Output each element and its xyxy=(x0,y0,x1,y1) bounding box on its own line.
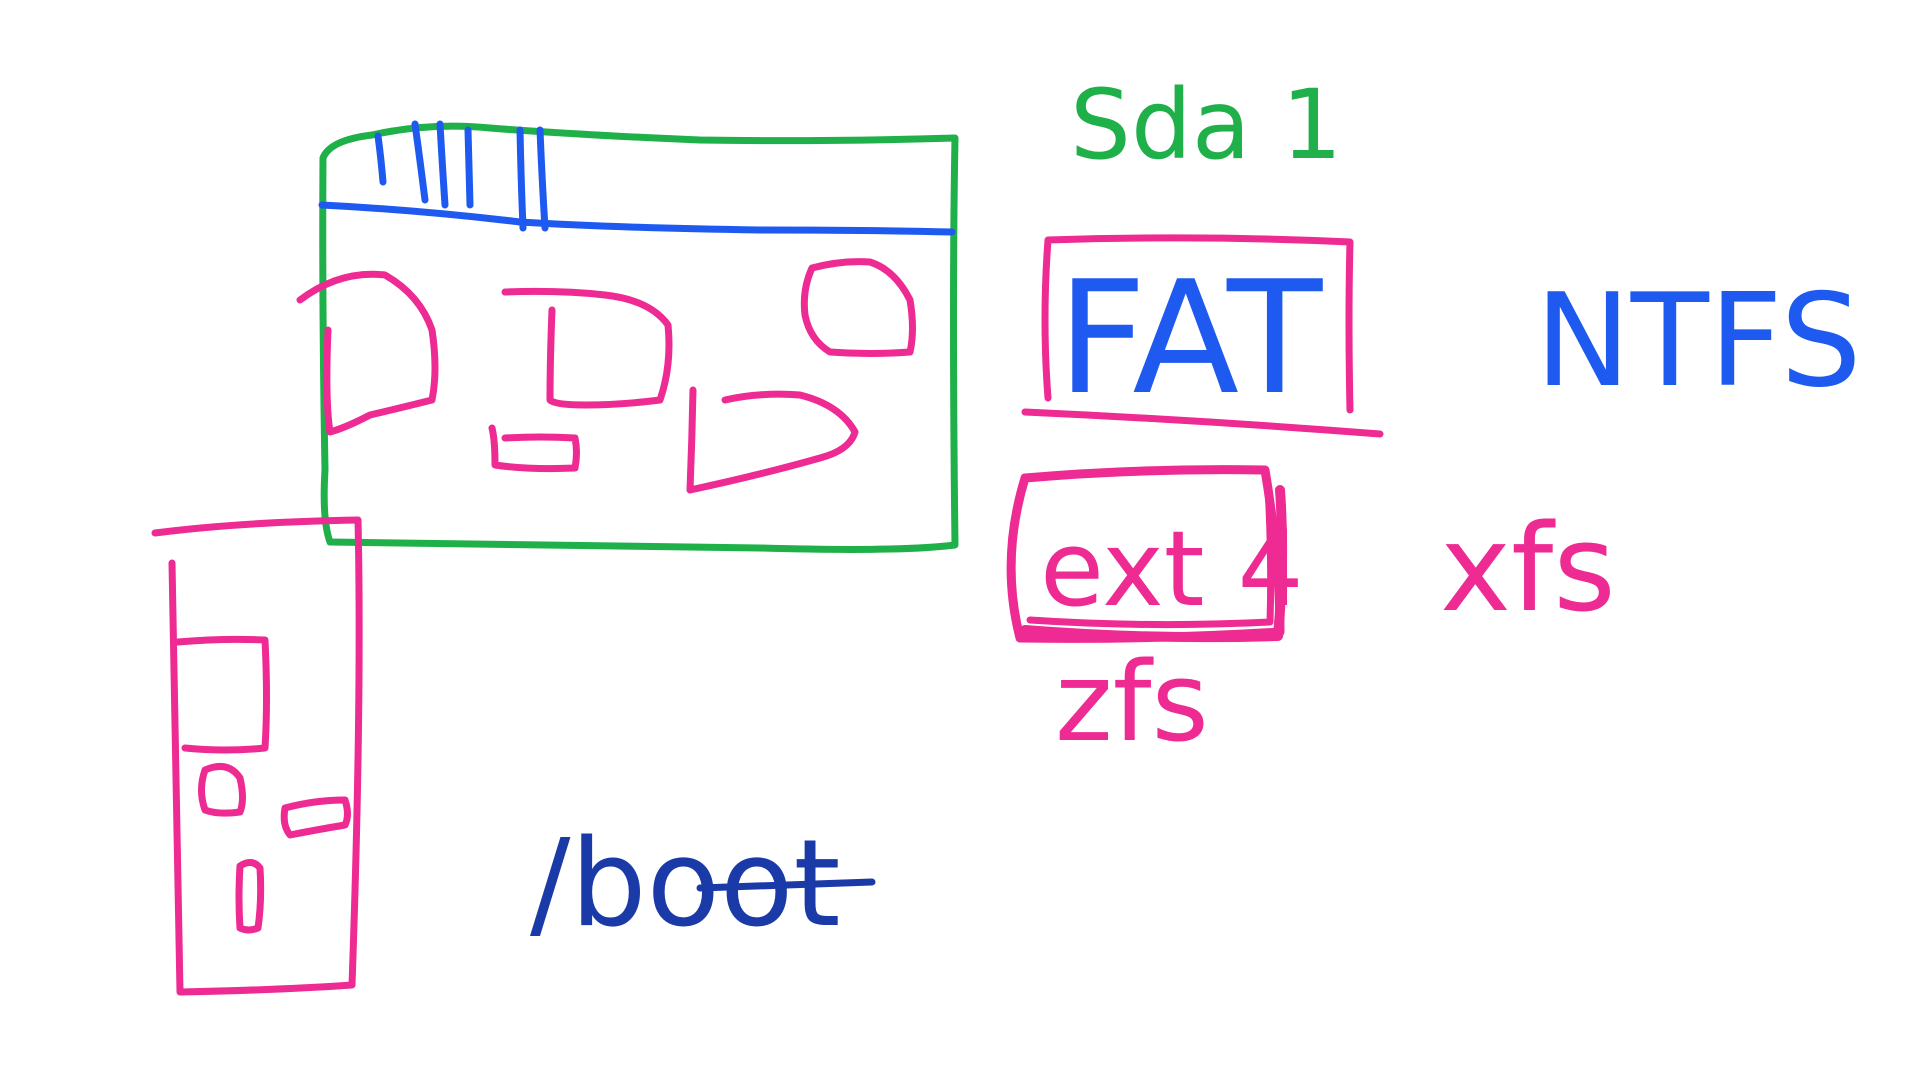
file-inner-blob-2 xyxy=(280,796,351,839)
block-tick-5 xyxy=(516,126,527,232)
boot-underline xyxy=(696,878,876,892)
file-outline xyxy=(151,516,363,996)
file-blob-2 xyxy=(501,287,673,409)
fat-underline xyxy=(1021,408,1384,438)
xfs-label: xfs xyxy=(1440,500,1616,639)
ext4-label: ext 4 xyxy=(1040,508,1304,630)
partition-label: Sda 1 xyxy=(1070,69,1342,181)
block-tick-4 xyxy=(464,126,474,209)
fat-group: FAT xyxy=(1021,234,1384,438)
file-structure-sketch xyxy=(151,516,363,996)
file-blob-3 xyxy=(488,424,580,473)
block-tick-1 xyxy=(374,132,387,186)
ext4-box-inner xyxy=(1026,484,1275,629)
file-blob-5 xyxy=(686,386,859,494)
ext4-group: ext 4 xyxy=(1006,465,1304,643)
disk-partition-sketch xyxy=(296,120,959,553)
zfs-label: zfs xyxy=(1055,638,1209,766)
file-inner-blob-1 xyxy=(198,762,246,817)
file-blob-1 xyxy=(296,270,439,436)
file-inner-blob-3 xyxy=(235,859,265,934)
disk-outline xyxy=(319,122,959,553)
block-tick-6 xyxy=(536,126,549,232)
ntfs-label: NTFS xyxy=(1535,267,1862,416)
block-tick-2 xyxy=(411,120,429,204)
file-blob-4 xyxy=(800,258,916,357)
ext4-box-shadow xyxy=(1020,485,1288,643)
fat-box xyxy=(1041,234,1354,414)
disk-header-line xyxy=(318,201,956,236)
boot-group: /boot xyxy=(530,815,876,954)
block-tick-3 xyxy=(436,120,449,209)
fat-label: FAT xyxy=(1057,247,1323,429)
file-inner-box xyxy=(174,635,270,754)
